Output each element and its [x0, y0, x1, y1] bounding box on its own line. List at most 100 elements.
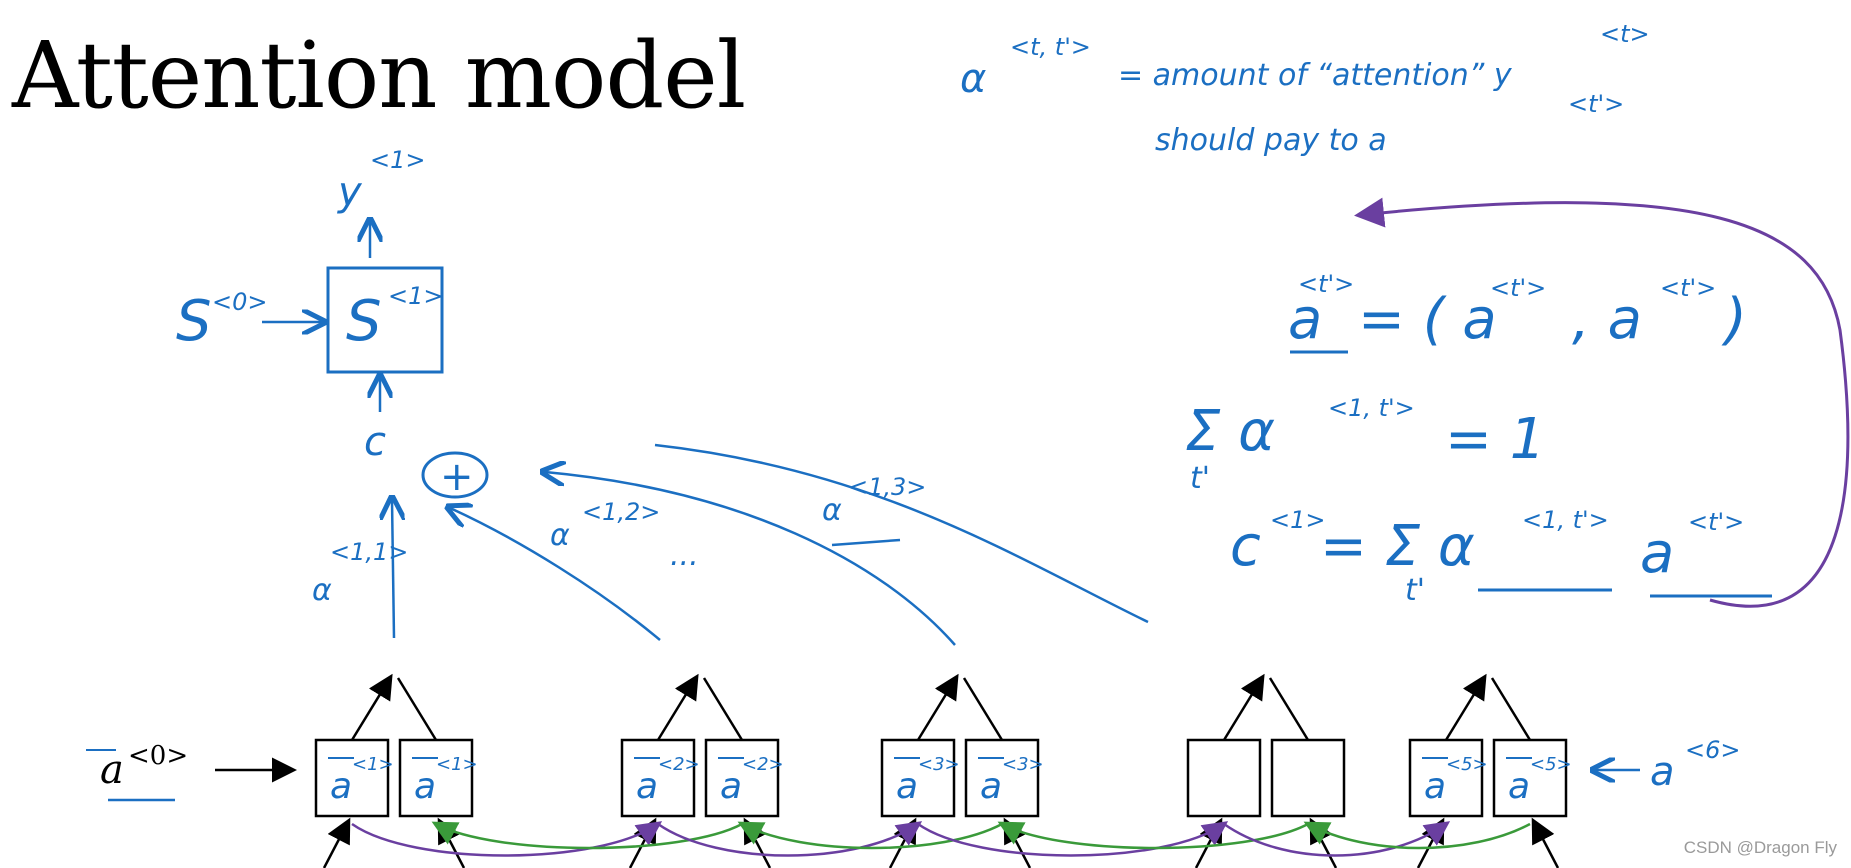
encoder-row: a <0> a <6> — [86, 736, 1741, 802]
svg-text:, a: , a — [1572, 287, 1642, 352]
output-y-sup: <1> — [370, 146, 426, 174]
forward-recurrence-link — [1223, 821, 1451, 857]
svg-text:<t'>: <t'> — [1298, 270, 1354, 298]
forward-box — [1186, 738, 1262, 818]
forward-activation-sup: <3> — [918, 754, 960, 775]
backward-box — [1270, 738, 1346, 818]
input-arrow — [1531, 817, 1560, 868]
forward-activation-label: a — [896, 766, 918, 807]
a0-label: a — [100, 747, 124, 793]
svg-text:= 1: = 1 — [1445, 407, 1545, 472]
backward-activation-label: a — [980, 766, 1002, 807]
backward-recurrence-link — [737, 821, 1003, 850]
weights-ellipsis: ... — [670, 538, 699, 573]
backward-activation-label: a — [414, 766, 436, 807]
encoder-cell-5: a<5>a<5> — [1408, 673, 1572, 868]
forward-up-arrow — [656, 673, 699, 741]
encoder-cell-4 — [1186, 673, 1346, 868]
backward-activation-sup: <1> — [436, 754, 478, 775]
encoder-cell-3: a<3>a<3> — [880, 673, 1044, 868]
input-arrow — [322, 817, 351, 868]
encoder-cell-2: a<2>a<2> — [620, 673, 784, 868]
forward-recurrence-link — [657, 821, 923, 857]
equation-sum-to-one: Σ α t' <1, t'> = 1 — [1185, 394, 1545, 496]
forward-up-arrow — [1444, 673, 1487, 741]
weight-3-label: α — [822, 493, 842, 528]
svg-text:<1, t'>: <1, t'> — [1328, 394, 1415, 422]
state-in-sup: <0> — [212, 288, 268, 316]
svg-text:Σ α: Σ α — [1185, 399, 1275, 464]
forward-activation-label: a — [330, 766, 352, 807]
note-line2-sup: <t'> — [1568, 90, 1624, 118]
backward-activation-label: a — [720, 766, 742, 807]
right-loop-arrow — [1354, 197, 1850, 608]
forward-up-arrow — [1222, 673, 1265, 741]
backward-up-arrow — [702, 677, 744, 741]
weight-2-label: α — [550, 518, 570, 553]
backward-up-arrow — [396, 677, 438, 741]
backward-up-arrow — [1268, 677, 1310, 741]
backward-up-arrow — [1490, 677, 1532, 741]
note-line1-sup2: <t> — [1600, 20, 1650, 48]
weight-1-sup: <1,1> — [330, 538, 408, 566]
svg-text:<t'>: <t'> — [1490, 274, 1546, 302]
forward-activation-label: a — [636, 766, 658, 807]
a0-sup: <0> — [128, 741, 188, 771]
forward-recurrence-link — [351, 821, 663, 857]
forward-activation-sup: <5> — [1446, 754, 1488, 775]
backward-up-arrow — [962, 677, 1004, 741]
state-in-label: S — [176, 289, 212, 354]
note-alpha: α — [960, 56, 986, 102]
svg-text:<1, t'>: <1, t'> — [1522, 506, 1609, 534]
backward-recurrence-link — [997, 821, 1309, 850]
decoder-step: y <1> S <1> S <0> c + α <1,1> α <1,2> α … — [176, 146, 1149, 646]
decoder-state-box — [326, 266, 444, 374]
forward-recurrence-link — [917, 821, 1229, 857]
backward-recurrence-link — [1303, 821, 1531, 850]
state-sup: <1> — [388, 282, 444, 310]
svg-text:t': t' — [1405, 573, 1425, 608]
backward-activation-sup: <2> — [742, 754, 784, 775]
slide-title: Attention model — [12, 22, 746, 129]
encoder-links — [351, 821, 1531, 857]
encoder-cells: a<1>a<1>a<2>a<2>a<3>a<3>a<5>a<5> — [314, 673, 1572, 868]
svg-text:= ( a: = ( a — [1358, 287, 1497, 352]
svg-text:<1>: <1> — [1270, 506, 1326, 534]
encoder-cell-1: a<1>a<1> — [314, 673, 478, 868]
state-label: S — [346, 289, 382, 354]
backward-activation-sup: <3> — [1002, 754, 1044, 775]
svg-text:t': t' — [1190, 461, 1210, 496]
svg-text:a: a — [1640, 521, 1674, 586]
sum-plus: + — [440, 454, 474, 500]
watermark: CSDN @Dragon Fly — [1683, 838, 1837, 857]
context-c: c — [364, 419, 386, 465]
svg-text:= Σ α: = Σ α — [1320, 514, 1475, 579]
svg-text:): ) — [1721, 287, 1747, 352]
svg-text:<t'>: <t'> — [1688, 508, 1744, 536]
forward-up-arrow — [350, 673, 393, 741]
note-line1-text: = amount of “attention” y — [1118, 58, 1513, 93]
svg-text:<t'>: <t'> — [1660, 274, 1716, 302]
backward-activation-sup: <5> — [1530, 754, 1572, 775]
note-alpha-sup: <t, t'> — [1010, 33, 1091, 61]
alpha-definition-note: α <t, t'> = amount of “attention” y <t> … — [960, 20, 1650, 158]
forward-activation-sup: <2> — [658, 754, 700, 775]
a6-label: a — [1650, 749, 1675, 795]
equation-context: c <1> = Σ α t' <1, t'> a <t'> — [1230, 506, 1772, 608]
forward-activation-label: a — [1424, 766, 1446, 807]
equation-a-concat: a <t'> = ( a <t'> , a <t'> ) — [1288, 270, 1747, 354]
weight-2-sup: <1,2> — [582, 498, 660, 526]
backward-activation-label: a — [1508, 766, 1530, 807]
svg-text:c: c — [1230, 514, 1261, 579]
forward-activation-sup: <1> — [352, 754, 394, 775]
a6-sup: <6> — [1685, 736, 1741, 764]
svg-text:a: a — [1288, 287, 1322, 352]
weight-1-label: α — [312, 573, 332, 608]
note-line2-text: should pay to a — [1155, 123, 1387, 158]
weight-3-sup: <1,3> — [848, 473, 926, 501]
backward-recurrence-link — [431, 821, 743, 850]
output-y: y — [337, 169, 363, 215]
sum-node — [421, 451, 489, 499]
forward-up-arrow — [916, 673, 959, 741]
